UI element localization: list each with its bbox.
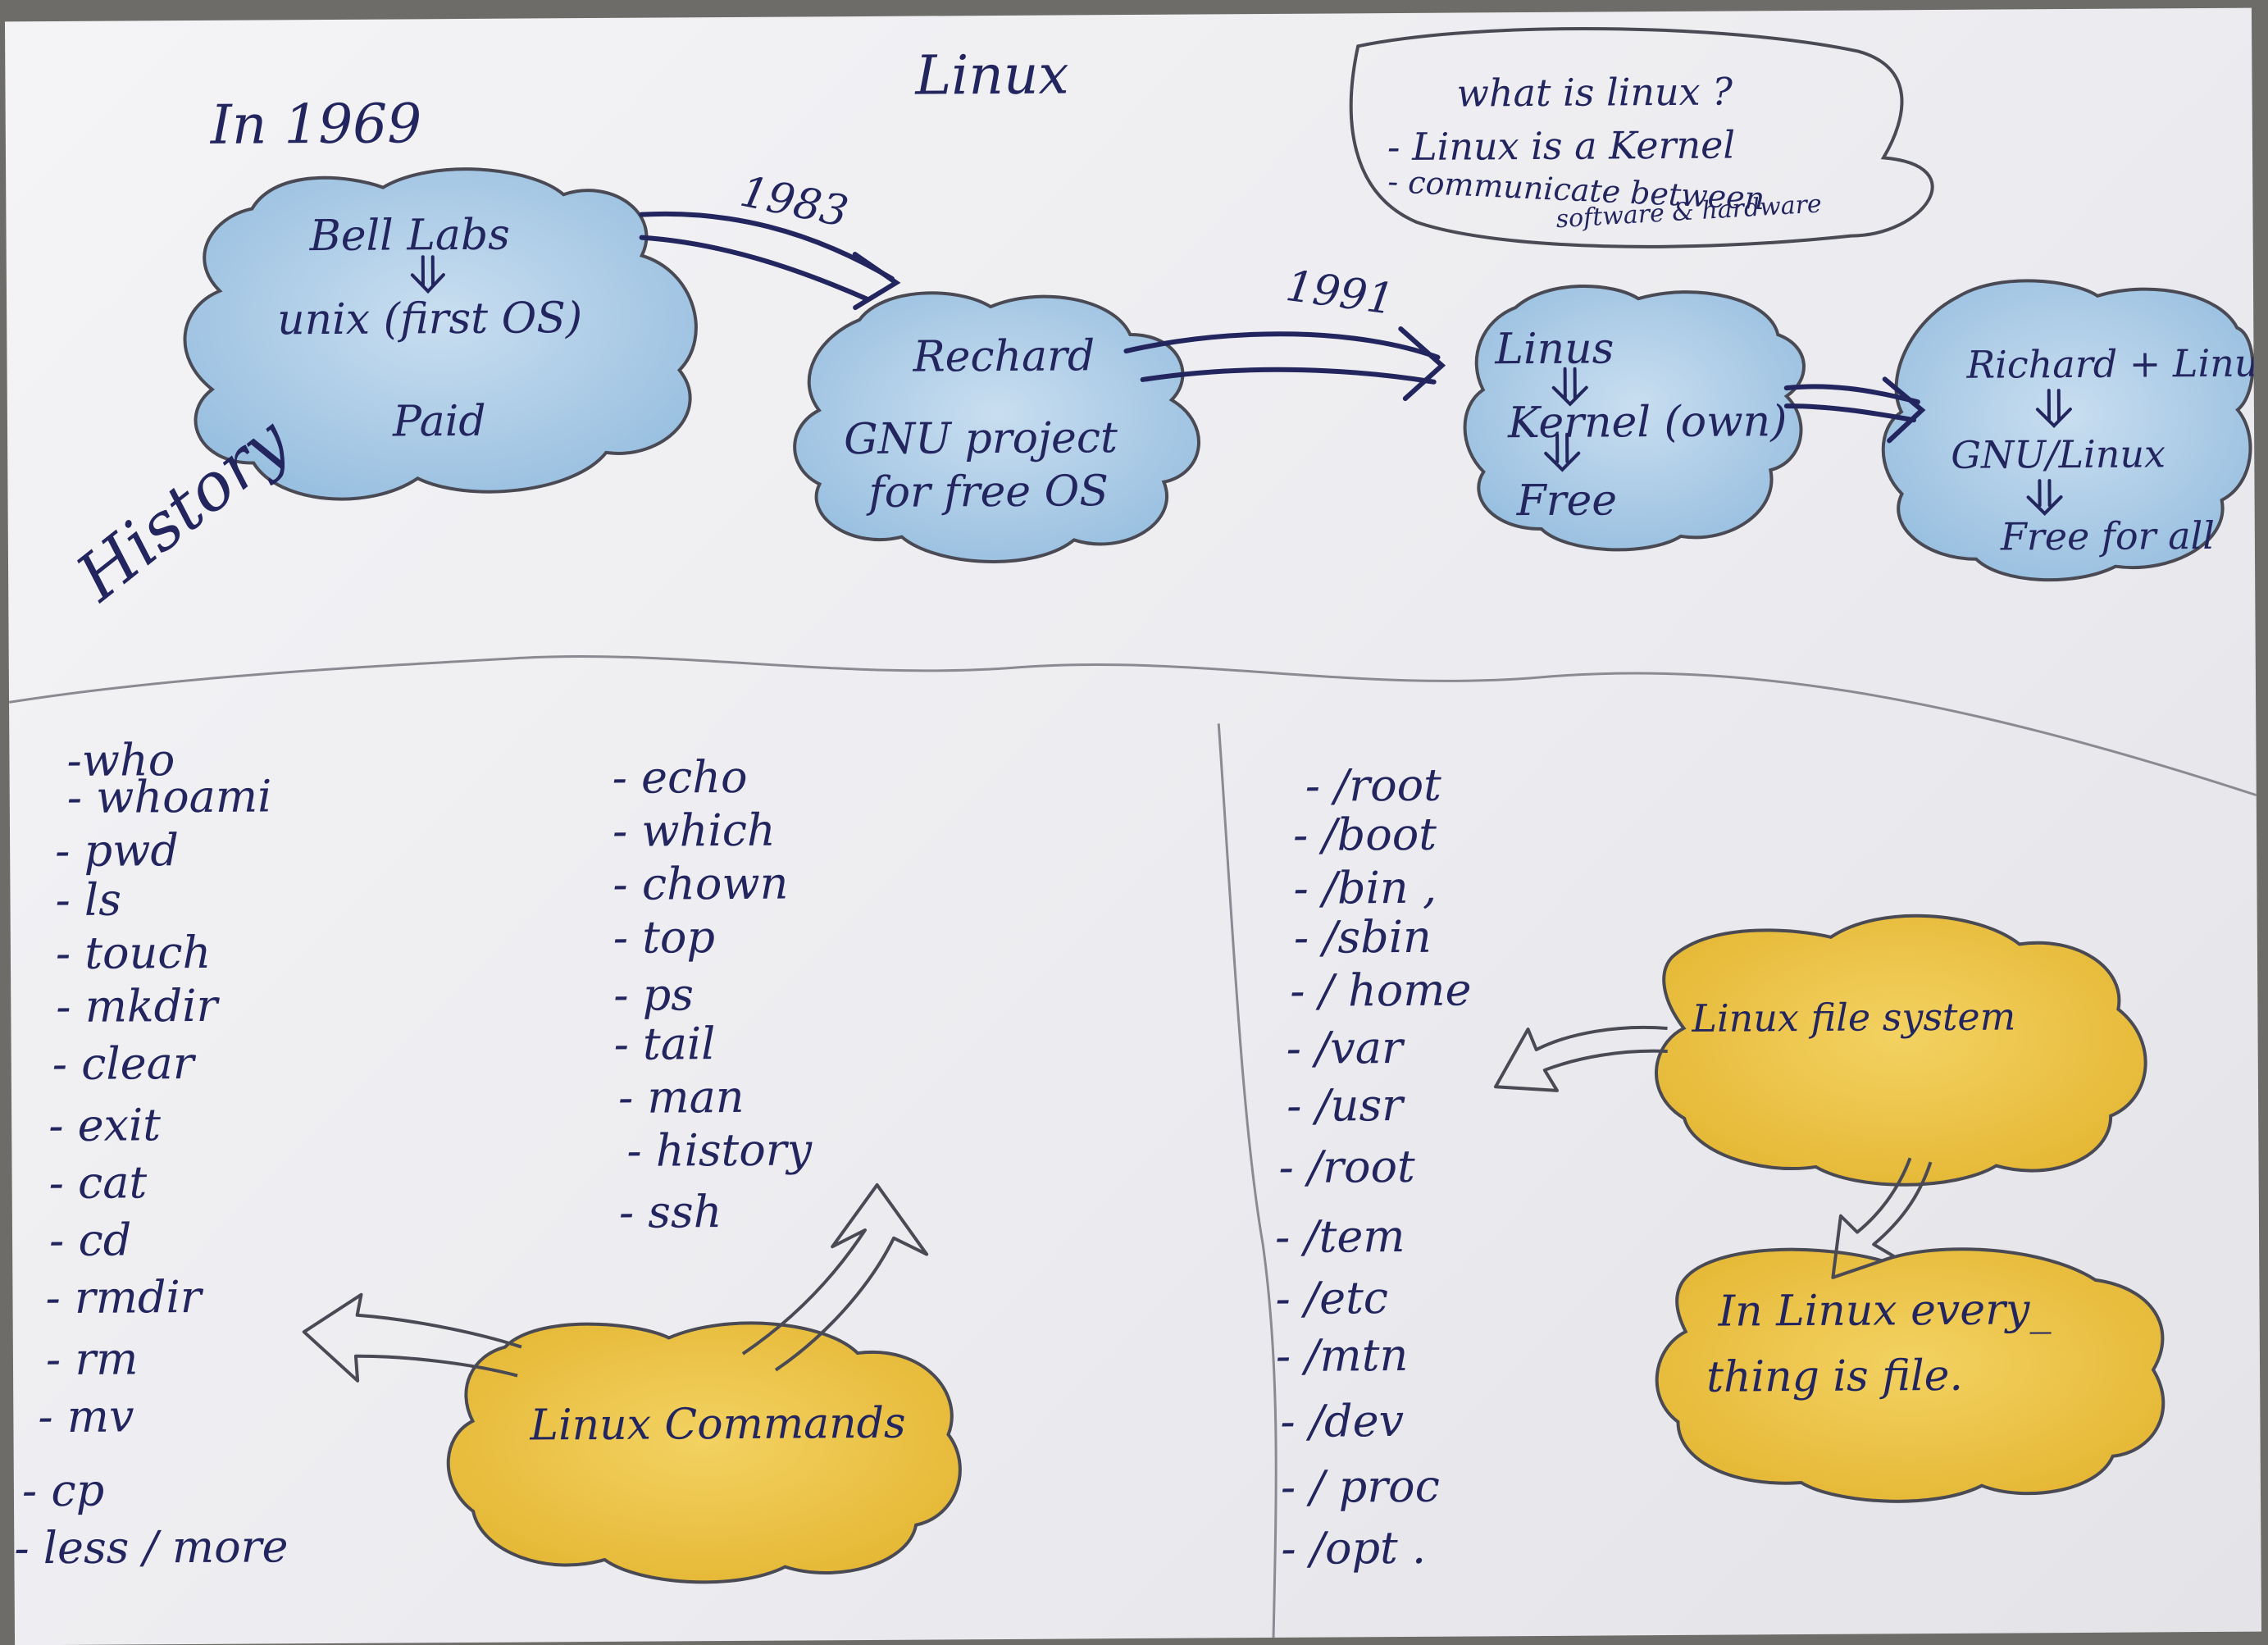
arrow-1991: [1123, 326, 1446, 401]
command-item: - rm: [45, 1333, 139, 1386]
richard-cloud: [793, 291, 1200, 563]
gnu-project-text: GNU project: [843, 413, 1118, 465]
command-item: - mkdir: [56, 979, 218, 1033]
directory-item: - / home: [1290, 964, 1472, 1017]
free-for-all-text: Free for all: [2000, 513, 2216, 559]
linus-text: Linus: [1495, 324, 1614, 375]
what-is-linux-point-1: - Linux is a Kernel: [1387, 122, 1736, 170]
paid-text: Paid: [392, 396, 486, 447]
diagram-drawing: [8, 26, 2257, 1638]
command-item: - whoami: [66, 770, 272, 823]
directory-item: - /mtn: [1275, 1328, 1409, 1382]
command-item: - clear: [52, 1037, 194, 1091]
command-item: - pwd: [54, 824, 180, 877]
directory-item: - /var: [1286, 1021, 1403, 1074]
command-item: - echo: [612, 750, 748, 804]
arrow-to-gnu-linux: [1783, 376, 1926, 444]
richard-text: Rechard: [913, 331, 1095, 382]
year-1969-label: In 1969: [210, 92, 422, 157]
command-item: - ls: [55, 873, 122, 927]
commands-up-arrow: [741, 1182, 929, 1372]
vertical-divider: [1217, 723, 1277, 1638]
everything-is-file-cloud: [1655, 1247, 2166, 1503]
directory-item: - /sbin: [1293, 910, 1432, 964]
gnu-linux-text: GNU/Linux: [1951, 431, 2166, 477]
linux-file-system-label: Linux file system: [1692, 994, 2016, 1041]
page-title: Linux: [915, 43, 1069, 107]
linux-commands-label: Linux Commands: [530, 1398, 906, 1451]
paper-sheet: Linux In 1969 1983 1991 History what is …: [4, 7, 2262, 1645]
everything-is-file-line-1: In Linux every_: [1718, 1285, 2052, 1337]
linus-cloud: [1463, 285, 1806, 552]
command-item: - rmdir: [45, 1270, 202, 1324]
richard-linus-text: Richard + Linus: [1966, 340, 2262, 387]
command-item: - mv: [38, 1390, 134, 1443]
kernel-own-text: Kernel (own): [1507, 397, 1788, 449]
linux-commands-cloud: [446, 1321, 962, 1584]
command-item: - exit: [48, 1099, 162, 1152]
what-is-linux-question: what is linux ?: [1456, 69, 1733, 116]
unix-first-os-text: unix (first OS): [277, 294, 583, 345]
directory-item: - / proc: [1280, 1460, 1441, 1513]
directory-item: - /etc: [1275, 1272, 1389, 1324]
directory-item: - /bin ,: [1293, 861, 1437, 914]
free-text: Free: [1516, 476, 1618, 526]
horizontal-divider: [8, 655, 2257, 797]
command-item: - touch: [55, 926, 212, 980]
directory-item: - /root: [1305, 759, 1442, 812]
down-arrows: [410, 255, 2072, 517]
command-item: - chown: [613, 857, 789, 910]
bell-labs-cloud: [183, 167, 698, 501]
what-is-linux-bubble: [1349, 26, 1934, 248]
bell-labs-text: Bell Labs: [309, 210, 511, 262]
linux-file-system-cloud: [1655, 914, 2147, 1187]
gnu-linux-cloud: [1881, 279, 2255, 582]
command-item: - less / more: [14, 1520, 289, 1574]
command-item: - which: [612, 804, 776, 857]
command-item: - tail: [613, 1018, 716, 1070]
command-item: - history: [626, 1123, 813, 1177]
filesystem-down-arrow: [1831, 1157, 1933, 1279]
command-item: - top: [613, 911, 716, 964]
command-item: - man: [617, 1070, 745, 1123]
directory-item: - /opt .: [1281, 1521, 1427, 1574]
command-item: - ssh: [618, 1186, 722, 1238]
directory-item: - /dev: [1280, 1394, 1405, 1447]
directory-item: - /boot: [1292, 808, 1437, 861]
directory-item: - /root: [1278, 1140, 1415, 1193]
filesystem-left-arrow: [1493, 1025, 1668, 1092]
command-item: - cd: [48, 1214, 132, 1267]
directory-item: - /usr: [1286, 1078, 1404, 1132]
command-item: - cp: [21, 1464, 105, 1517]
command-item: - cat: [48, 1156, 148, 1210]
for-free-os-text: for free OS: [868, 467, 1109, 517]
directory-item: - /tem: [1274, 1210, 1405, 1263]
command-item: - ps: [613, 968, 695, 1021]
everything-is-file-line-2: thing is file.: [1706, 1351, 1964, 1402]
arrow-1983: [639, 211, 901, 311]
commands-left-arrow: [302, 1292, 522, 1383]
